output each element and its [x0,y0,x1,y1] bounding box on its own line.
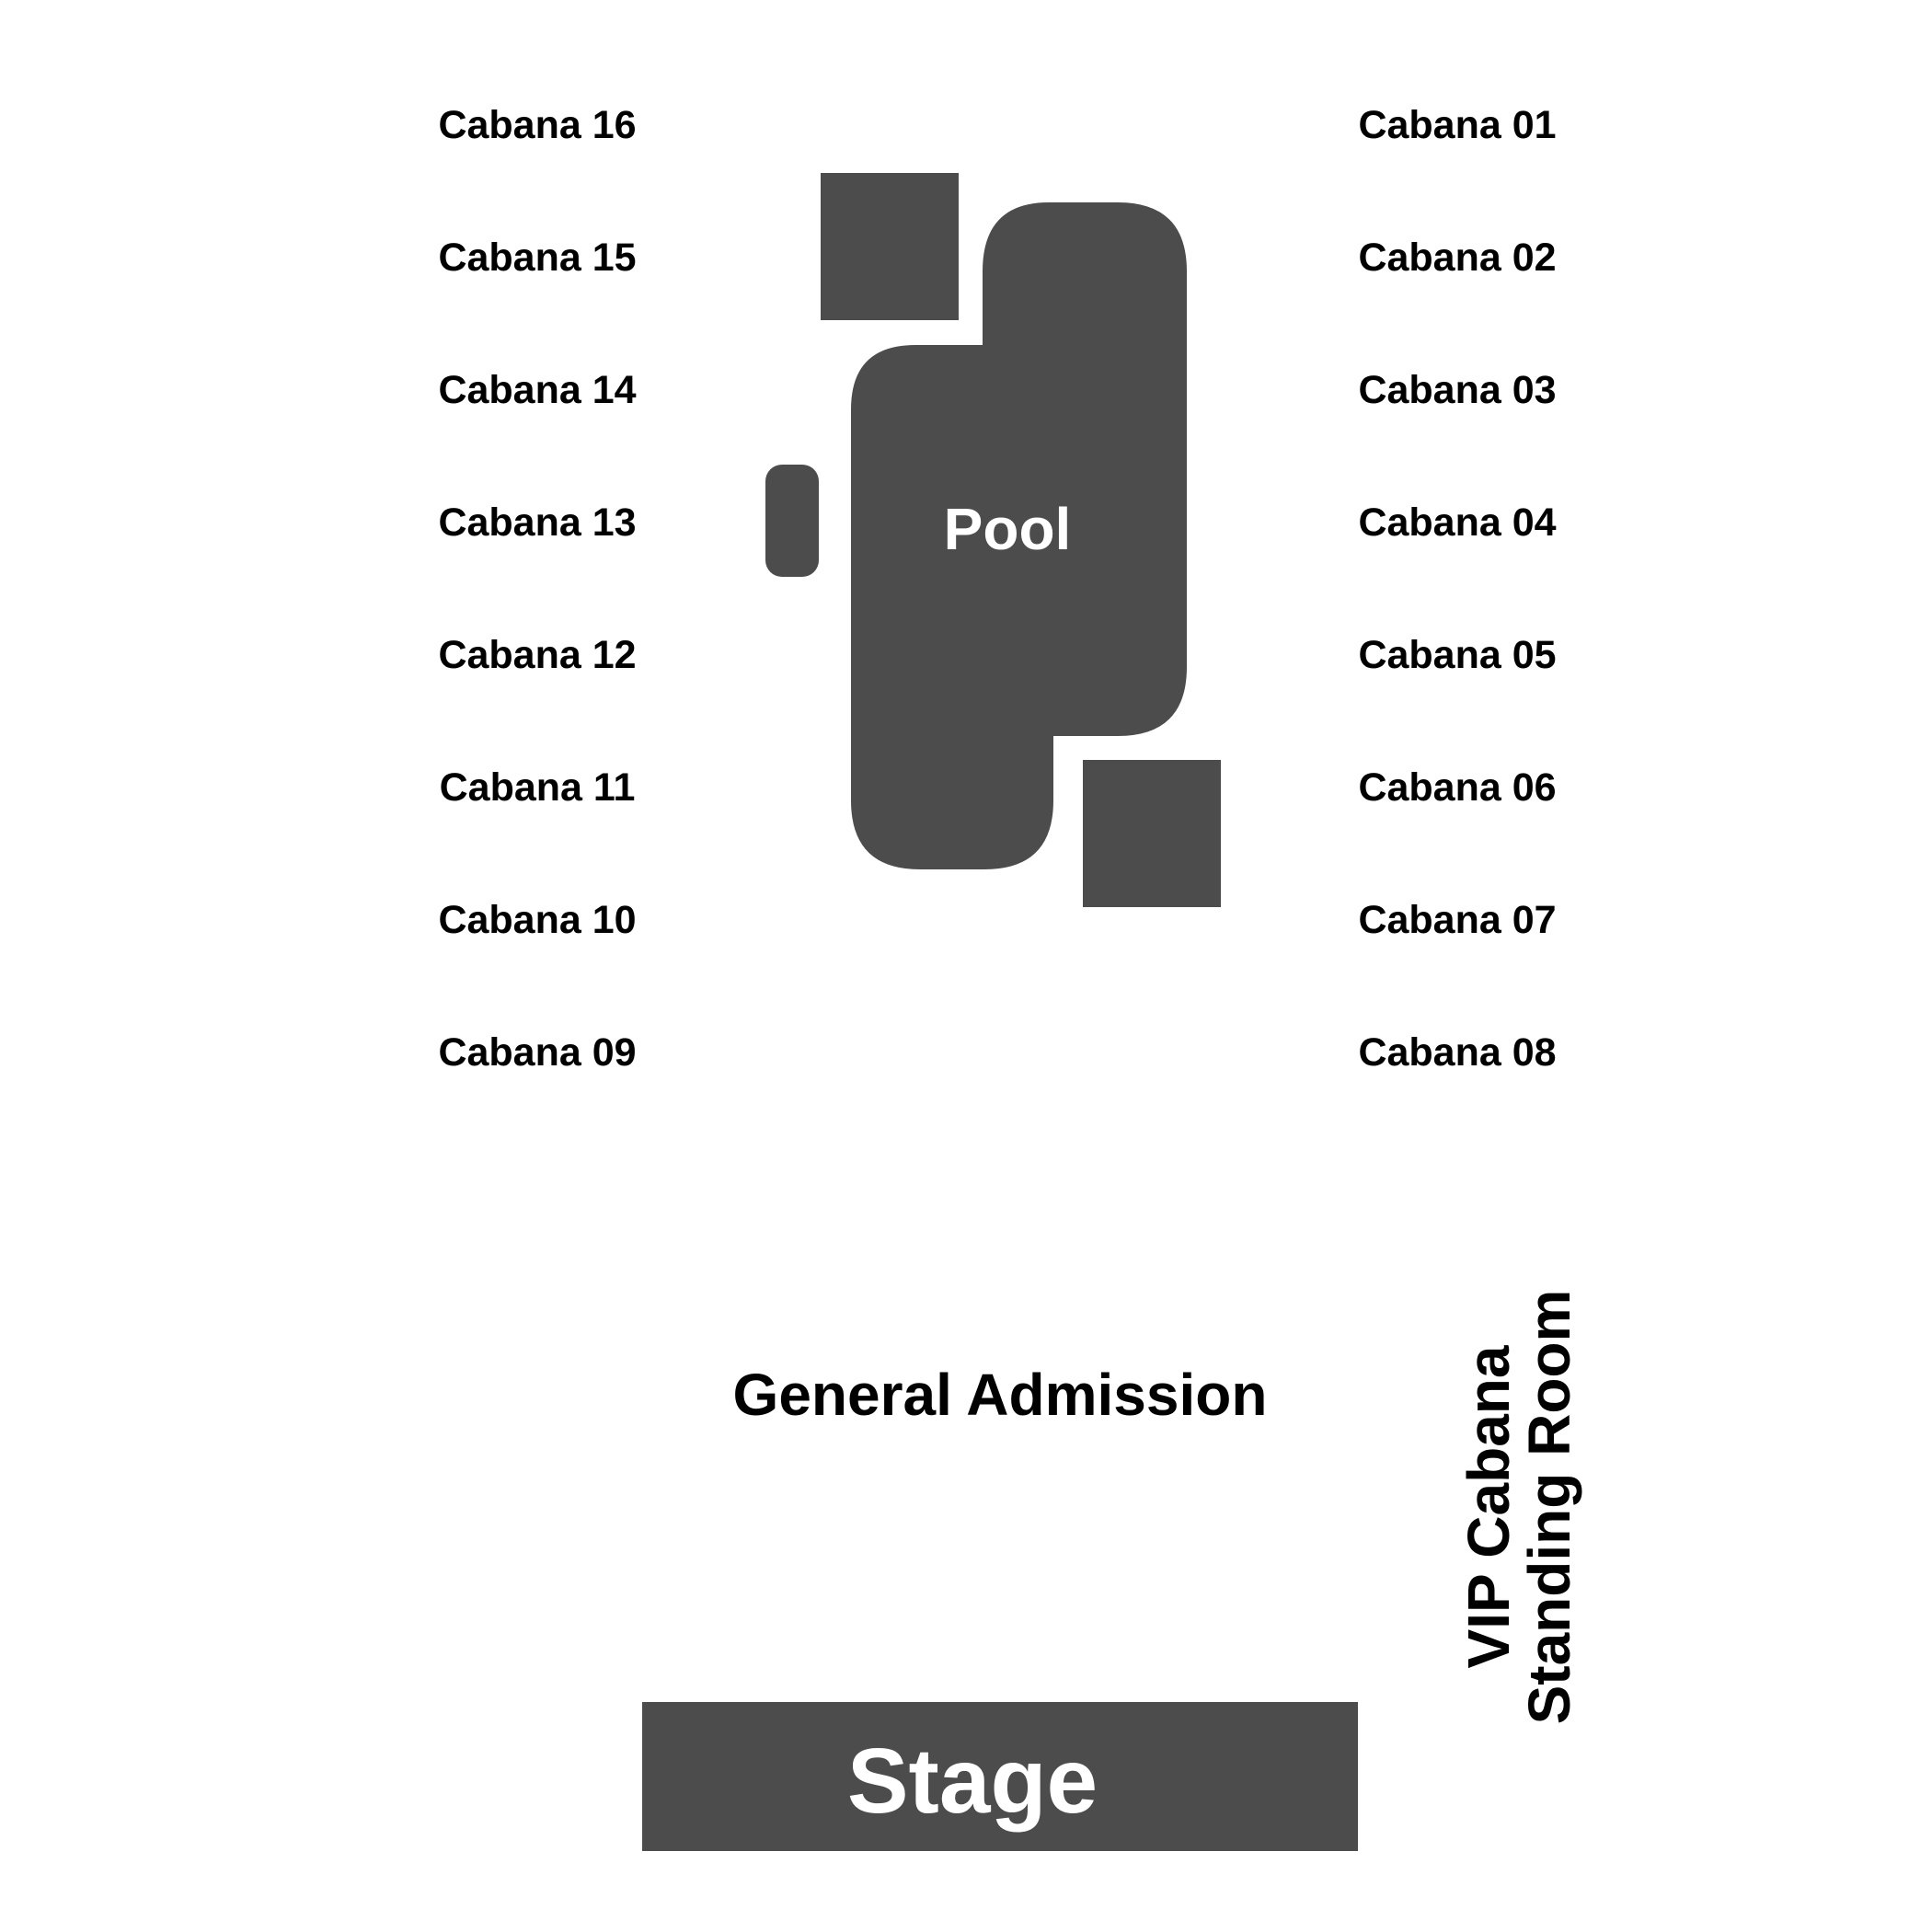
cabana-12-label[interactable]: Cabana 12 [438,633,636,677]
cabanas-right: Cabana 01 Cabana 02 Cabana 03 Cabana 04 … [1358,103,1556,1075]
cabana-11-label[interactable]: Cabana 11 [440,765,636,810]
stage-label: Stage [847,1730,1098,1833]
pool-shape[interactable] [851,202,1187,869]
cabana-03-label[interactable]: Cabana 03 [1358,368,1556,412]
cabana-02-label[interactable]: Cabana 02 [1358,236,1556,280]
cabana-08-label[interactable]: Cabana 08 [1358,1030,1556,1075]
cabanas-left: Cabana 16 Cabana 15 Cabana 14 Cabana 13 … [438,103,636,1075]
vip-label-line1: VIP Cabana [1455,1345,1522,1668]
cabana-09-label[interactable]: Cabana 09 [438,1030,636,1075]
stage-block[interactable] [642,1702,1358,1851]
pool-side-pill [765,465,819,577]
vip-standing-room[interactable]: VIP Cabana Standing Room [1455,1290,1582,1725]
cabana-15-label[interactable]: Cabana 15 [438,236,636,280]
cabana-01-label[interactable]: Cabana 01 [1358,103,1556,147]
cabana-13-label[interactable]: Cabana 13 [438,500,636,545]
pool-side-block-bottom [1083,760,1221,907]
cabana-10-label[interactable]: Cabana 10 [438,898,636,942]
cabana-07-label[interactable]: Cabana 07 [1358,898,1556,942]
cabana-04-label[interactable]: Cabana 04 [1358,500,1556,545]
cabana-14-label[interactable]: Cabana 14 [438,368,636,412]
vip-label-line2: Standing Room [1516,1290,1582,1725]
general-admission-label[interactable]: General Admission [733,1362,1268,1428]
cabana-06-label[interactable]: Cabana 06 [1358,765,1556,810]
cabana-05-label[interactable]: Cabana 05 [1358,633,1556,677]
pool-label: Pool [944,496,1072,562]
pool-side-block-top [821,173,959,320]
cabana-16-label[interactable]: Cabana 16 [438,103,636,147]
